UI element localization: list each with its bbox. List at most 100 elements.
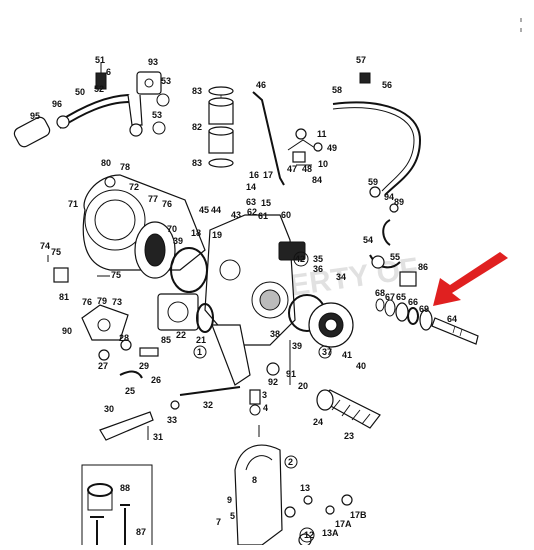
label-75b: 75 <box>111 270 121 280</box>
label-22: 22 <box>176 330 186 340</box>
label-63: 63 <box>246 197 256 207</box>
label-79: 79 <box>97 296 107 306</box>
label-31: 31 <box>153 432 163 442</box>
label-28: 28 <box>119 333 129 343</box>
label-87: 87 <box>136 527 146 537</box>
label-15: 15 <box>261 198 271 208</box>
label-60: 60 <box>281 210 291 220</box>
label-59: 59 <box>368 177 378 187</box>
label-40: 40 <box>356 361 366 371</box>
fasteners <box>47 255 291 441</box>
label-80: 80 <box>101 158 111 168</box>
label-10: 10 <box>318 159 328 169</box>
label-47: 47 <box>287 164 297 174</box>
control-cable <box>332 72 422 196</box>
label-56: 56 <box>382 80 392 90</box>
label-18: 18 <box>191 228 201 238</box>
shift-rod <box>252 91 285 186</box>
label-82: 82 <box>192 122 202 132</box>
mount-bracket <box>81 293 214 361</box>
circle-marker-2 <box>284 455 298 469</box>
label-88: 88 <box>120 483 130 493</box>
label-70: 70 <box>167 224 177 234</box>
label-33: 33 <box>167 415 177 425</box>
label-16: 16 <box>249 170 259 180</box>
label-13a: 13A <box>322 528 339 538</box>
label-8: 8 <box>252 475 257 485</box>
label-25: 25 <box>125 386 135 396</box>
label-41: 41 <box>342 350 352 360</box>
label-89: 89 <box>394 197 404 207</box>
label-1: 1 <box>197 347 202 357</box>
pointer-arrow <box>433 252 508 306</box>
label-46: 46 <box>256 80 266 90</box>
label-53: 53 <box>161 76 171 86</box>
label-38: 38 <box>270 329 280 339</box>
label-39b: 39 <box>292 341 302 351</box>
label-51: 51 <box>95 55 105 65</box>
lower-bracket <box>234 425 353 547</box>
label-64: 64 <box>447 314 457 324</box>
flywheel-housing <box>82 174 208 293</box>
label-27: 27 <box>98 361 108 371</box>
label-90: 90 <box>62 326 72 336</box>
label-24: 24 <box>313 417 323 427</box>
label-58: 58 <box>332 85 342 95</box>
exhaust-bellows <box>316 389 381 429</box>
label-2: 2 <box>288 457 293 467</box>
label-61: 61 <box>258 211 268 221</box>
callout-labels: 51 6 52 50 93 53 53 96 95 83 82 83 46 11… <box>30 55 457 540</box>
label-7: 7 <box>216 517 221 527</box>
label-94: 94 <box>384 192 394 202</box>
label-96: 96 <box>52 99 62 109</box>
label-72: 72 <box>129 182 139 192</box>
label-66: 66 <box>408 297 418 307</box>
label-42: 42 <box>295 254 305 264</box>
label-11: 11 <box>317 129 327 139</box>
label-68: 68 <box>375 288 385 298</box>
label-57: 57 <box>356 55 366 65</box>
label-4: 4 <box>263 403 268 413</box>
label-12: 12 <box>304 530 314 540</box>
label-77: 77 <box>148 194 158 204</box>
label-85: 85 <box>161 335 171 345</box>
label-34: 34 <box>336 272 346 282</box>
label-5: 5 <box>230 511 235 521</box>
label-50: 50 <box>75 87 85 97</box>
label-49: 49 <box>327 143 337 153</box>
label-29: 29 <box>139 361 149 371</box>
label-78: 78 <box>120 162 130 172</box>
label-54: 54 <box>363 235 373 245</box>
label-74: 74 <box>40 241 50 251</box>
label-81: 81 <box>59 292 69 302</box>
label-75: 75 <box>51 247 61 257</box>
label-32: 32 <box>203 400 213 410</box>
label-39: 39 <box>173 236 183 246</box>
label-71: 71 <box>68 199 78 209</box>
circle-marker-1 <box>193 345 207 359</box>
linkage-assembly <box>287 128 323 166</box>
label-86: 86 <box>418 262 428 272</box>
label-65: 65 <box>396 292 406 302</box>
label-17a: 17A <box>335 519 352 529</box>
label-76b: 76 <box>82 297 92 307</box>
label-69: 69 <box>419 304 429 314</box>
label-52: 52 <box>94 84 104 94</box>
label-43: 43 <box>231 210 241 220</box>
intake-hose-assembly <box>13 62 170 148</box>
label-14: 14 <box>246 182 256 192</box>
label-45: 45 <box>199 205 209 215</box>
label-13: 13 <box>300 483 310 493</box>
circle-marker-37 <box>318 345 332 359</box>
label-95: 95 <box>30 111 40 121</box>
label-83: 83 <box>192 86 202 96</box>
label-62: 62 <box>247 207 257 217</box>
circle-marker-12 <box>299 527 315 543</box>
tool-inset <box>81 464 153 545</box>
label-35: 35 <box>313 254 323 264</box>
shift-lever <box>211 324 251 386</box>
label-53b: 53 <box>152 110 162 120</box>
label-67: 67 <box>385 292 395 302</box>
